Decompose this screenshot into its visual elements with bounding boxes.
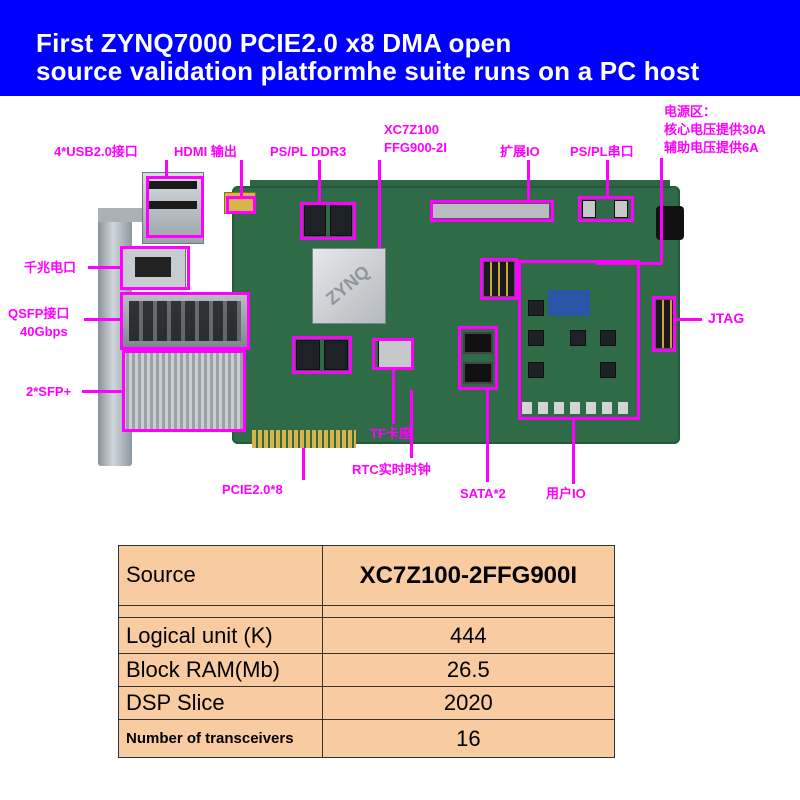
spec-header-row: Source XC7Z100-2FFG900I (118, 545, 616, 606)
label-jtag: JTAG (708, 310, 745, 326)
spec-header-value: XC7Z100-2FFG900I (321, 545, 616, 606)
label-fpga-package: FFG900-2I (384, 140, 447, 155)
spec-value: 444 (321, 617, 616, 654)
label-rtc: RTC实时时钟 (352, 462, 431, 477)
serial-connector (614, 200, 628, 218)
label-hdmi: HDMI 输出 (174, 144, 237, 159)
tf-card-slot (378, 340, 412, 368)
label-tf-slot: TF卡座 (370, 426, 412, 441)
label-qsfp: QSFP接口 (8, 306, 70, 321)
ddr-highlight (300, 202, 356, 240)
title-line-2: source validation platformhe suite runs … (36, 56, 700, 86)
spec-spacer-cell (321, 605, 616, 618)
spec-label: Number of transceivers (118, 719, 323, 758)
spec-header-label: Source (118, 545, 323, 606)
table-row: Number of transceivers 16 (118, 719, 616, 758)
power-inductor (570, 330, 586, 346)
label-expand-io: 扩展IO (500, 144, 540, 159)
jtag-highlight (652, 296, 676, 352)
spec-spacer-row (118, 605, 616, 618)
label-power-aux: 辅助电压提供6A (664, 140, 759, 155)
sfp-leader (82, 390, 122, 393)
rtc-leader (410, 390, 413, 458)
label-sfp: 2*SFP+ (26, 384, 72, 399)
user-io-highlight (518, 260, 640, 420)
label-power-title: 电源区： (664, 104, 717, 119)
power-inductor (600, 330, 616, 346)
tf-leader (392, 370, 395, 424)
sata-connector (463, 332, 493, 354)
ddr-chip (324, 340, 348, 370)
table-row: Block RAM(Mb) 26.5 (118, 653, 616, 687)
user-buttons (522, 402, 630, 414)
usb-leader (165, 160, 168, 176)
spec-spacer-cell (118, 605, 323, 618)
expand-io-leader (527, 160, 530, 200)
spec-value: 16 (321, 719, 616, 758)
spec-table: Source XC7Z100-2FFG900I Logical unit (K)… (118, 545, 616, 758)
expand-io-highlight (430, 200, 554, 222)
label-fpga-model: XC7Z100 (384, 122, 439, 137)
serial-leader (606, 160, 609, 196)
ddr-leader (318, 160, 321, 202)
spec-value: 26.5 (321, 653, 616, 687)
title-line-1: First ZYNQ7000 PCIE2.0 x8 DMA open (36, 28, 512, 58)
pin-header (484, 262, 514, 296)
label-power-core: 核心电压提供30A (664, 122, 766, 137)
sata-highlight (458, 326, 498, 390)
qsfp-highlight (120, 292, 250, 350)
label-ethernet: 千兆电口 (24, 260, 77, 275)
qsfp-leader (84, 318, 120, 321)
power-module (548, 290, 590, 316)
label-usb: 4*USB2.0接口 (54, 144, 138, 159)
label-serial: PS/PL串口 (570, 144, 634, 159)
spec-value: 2020 (321, 686, 616, 720)
power-inductor (600, 362, 616, 378)
serial-highlight (578, 196, 634, 222)
fpga-logo: ZYNQ (322, 261, 374, 309)
table-row: Logical unit (K) 444 (118, 617, 616, 654)
label-sata: SATA*2 (460, 486, 506, 501)
power-inductor (528, 300, 544, 316)
ddr-chip (296, 340, 320, 370)
fpga-chip: ZYNQ (312, 248, 386, 324)
usb-highlight (146, 176, 204, 238)
table-row: DSP Slice 2020 (118, 686, 616, 720)
ddr-highlight (292, 336, 352, 374)
spec-label: DSP Slice (118, 686, 323, 720)
pcie-gold-finger (252, 430, 356, 448)
label-user-io: 用户IO (546, 486, 586, 501)
spec-label: Block RAM(Mb) (118, 653, 323, 687)
serial-connector (582, 200, 596, 218)
title-banner: First ZYNQ7000 PCIE2.0 x8 DMA open sourc… (0, 0, 800, 96)
user-io-leader (572, 420, 575, 484)
spec-label: Logical unit (K) (118, 617, 323, 654)
sata-leader (486, 390, 489, 482)
power-inductor (528, 362, 544, 378)
label-ddr3: PS/PL DDR3 (270, 144, 347, 159)
label-pcie: PCIE2.0*8 (222, 482, 283, 497)
power-leader-h (596, 262, 662, 265)
label-qsfp-speed: 40Gbps (20, 324, 68, 339)
pcie-bracket-tab (98, 208, 144, 222)
hdmi-highlight (226, 196, 256, 214)
jtag-header (656, 300, 674, 348)
ethernet-leader (88, 266, 120, 269)
tf-highlight (372, 338, 414, 370)
power-inductor (528, 330, 544, 346)
sfp-highlight (122, 350, 246, 432)
hdmi-leader (240, 160, 243, 196)
header-highlight (480, 258, 518, 300)
ethernet-highlight (120, 246, 190, 290)
jtag-leader (676, 318, 702, 321)
power-leader (660, 158, 663, 264)
pcie-leader (302, 448, 305, 480)
fpga-leader (378, 160, 381, 248)
sata-connector (463, 362, 493, 384)
